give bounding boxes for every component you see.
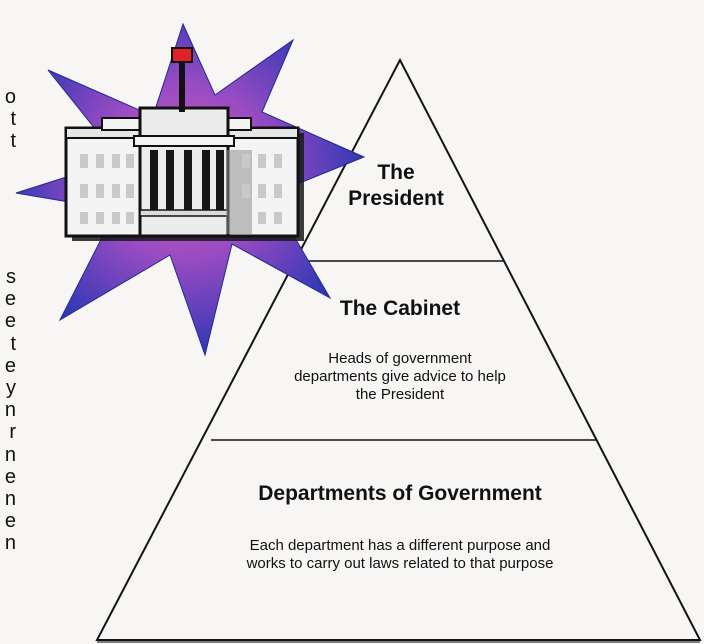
tier-title-cabinet: The Cabinet	[339, 297, 461, 320]
clipped-text-lower: s e e t e y n r n e n e n	[4, 266, 16, 555]
flagpole	[179, 50, 185, 112]
clipped-text-upper: o t t	[4, 86, 16, 153]
pyramid-triangle	[95, 57, 702, 641]
tier-title-departments: Departments of Government	[258, 482, 542, 505]
tier-title-president: The President	[348, 161, 444, 210]
tier-description-cabinet: Heads of government departments give adv…	[294, 350, 506, 403]
tier-description-departments: Each department has a different purpose …	[246, 537, 554, 572]
flag	[171, 47, 193, 63]
